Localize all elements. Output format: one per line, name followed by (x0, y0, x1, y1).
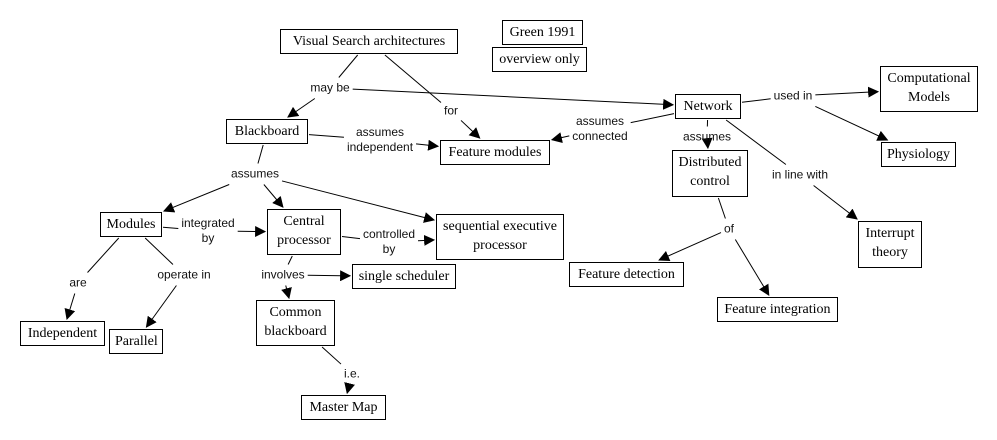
link-assumes-connected: assumes connected (572, 114, 628, 143)
node-overview-only: overview only (492, 47, 587, 72)
link-for: for (443, 103, 459, 118)
edge-network-to-in_line_with (725, 119, 787, 165)
edge-operate_in-to-parallel (145, 285, 177, 328)
link-used-in: used in (773, 88, 813, 103)
node-green-1991: Green 1991 (502, 20, 583, 45)
edge-central_processor-to-involves (287, 255, 293, 265)
link-operate-in: operate in (157, 267, 211, 282)
link-assumes-network: assumes (682, 129, 732, 144)
edge-assumes_bb-to-modules (162, 184, 230, 213)
link-integrated-by: integrated by (181, 216, 235, 245)
node-feature-integration: Feature integration (717, 297, 838, 322)
edge-visual_search-to-may_be (338, 54, 359, 78)
node-modules: Modules (100, 212, 162, 237)
edge-modules-to-integrated_by (162, 226, 179, 229)
edge-for-to-feature_modules (460, 120, 481, 139)
edge-modules-to-operate_in (144, 237, 174, 265)
edge-involves-to-common_blackboard (281, 285, 292, 300)
node-physiology: Physiology (881, 142, 956, 167)
node-visual-search: Visual Search architectures (280, 29, 458, 54)
node-feature-modules: Feature modules (440, 140, 550, 165)
edge-controlled_by-to-sequential_executive (417, 234, 436, 246)
edge-assumes_connected-to-feature_modules (550, 132, 570, 143)
node-single-scheduler: single scheduler (352, 264, 456, 289)
link-assumes-blackboard: assumes (230, 166, 280, 181)
link-controlled-by: controlled by (362, 227, 416, 256)
link-are: are (69, 275, 87, 290)
edge-assumes_bb-to-central_processor (263, 184, 284, 208)
edge-used_in-to-computational_models (815, 86, 880, 98)
node-network: Network (675, 94, 741, 119)
edge-common_blackboard-to-ie (321, 346, 342, 365)
link-assumes-independent: assumes independent (346, 125, 414, 154)
edge-network-to-used_in (741, 98, 771, 103)
edge-assumes_independent-to-feature_modules (415, 139, 440, 151)
node-master-map: Master Map (301, 395, 386, 420)
edge-visual_search-to-for (384, 54, 442, 103)
edge-of-to-feature_integration (734, 239, 770, 296)
edge-may_be-to-blackboard (287, 98, 316, 118)
link-involves: involves (261, 267, 305, 282)
edge-distributed_control-to-of (717, 197, 726, 219)
edge-in_line_with-to-interrupt_theory (813, 185, 858, 220)
link-may-be: may be (310, 80, 350, 95)
node-central-processor: Central processor (267, 209, 341, 255)
edge-involves-to-single_scheduler (307, 270, 352, 282)
node-blackboard: Blackboard (226, 119, 308, 144)
link-in-line-with: in line with (771, 167, 829, 182)
edge-of-to-feature_detection (658, 232, 722, 262)
node-feature-detection: Feature detection (569, 262, 684, 287)
edge-central_processor-to-controlled_by (341, 235, 361, 240)
edge-modules-to-are (87, 237, 120, 273)
edge-used_in-to-physiology (815, 105, 889, 141)
edge-may_be-to-network (352, 88, 675, 110)
node-independent: Independent (20, 321, 105, 346)
edge-blackboard-to-assumes_bb (257, 144, 264, 164)
node-computational-models: Computational Models (880, 66, 978, 112)
link-ie: i.e. (343, 366, 361, 381)
edge-blackboard-to-assumes_independent (308, 134, 344, 138)
link-of: of (723, 221, 735, 236)
edge-assumes_bb-to-sequential_executive (281, 180, 436, 223)
edge-ie-to-master_map (344, 382, 355, 395)
node-sequential-executive: sequential executive processor (436, 214, 564, 260)
node-interrupt-theory: Interrupt theory (858, 221, 922, 268)
edge-are-to-independent (64, 293, 76, 321)
node-distributed-control: Distributed control (672, 150, 748, 197)
edge-network-to-assumes_connected (630, 113, 675, 124)
node-common-blackboard: Common blackboard (256, 300, 335, 346)
node-parallel: Parallel (109, 329, 163, 354)
